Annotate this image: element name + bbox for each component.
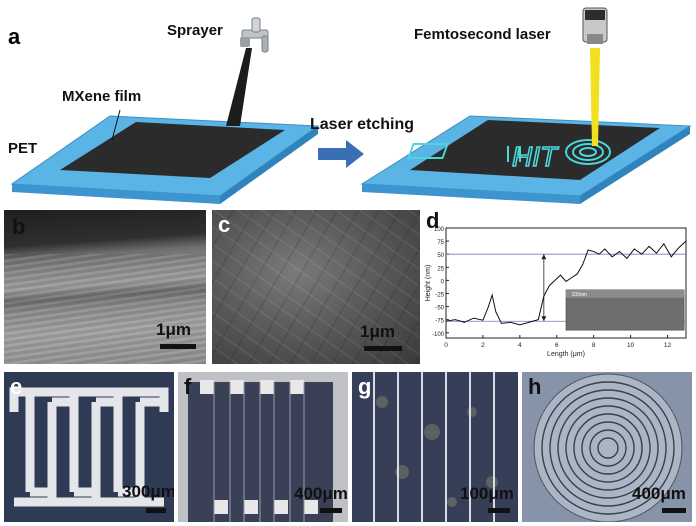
x-tick-label: 2 [481,342,485,349]
etched-pattern-interdigital [407,143,521,162]
y-tick-label: -50 [435,306,444,312]
y-tick-label: -75 [435,319,444,325]
laser-etching-label: Laser etching [310,116,415,133]
y-axis-label: Height (nm) [425,265,432,302]
height-arrow-head-top [541,254,547,260]
etched-spiral [565,139,611,165]
panel-f-scale-bar [320,508,342,513]
etched-hit-text: HIT [512,141,559,172]
line-electrode-image [352,372,518,522]
panel-e-scale-bar [146,508,166,513]
mxene-pointer-line [111,109,121,141]
panel-c-scale-text: 1μm [360,322,395,341]
x-tick-label: 12 [664,342,672,349]
panel-h: h 400μm [522,372,692,522]
y-tick-label: 0 [441,279,445,285]
x-tick-label: 0 [444,342,448,349]
sprayer-label: Sprayer [167,22,223,39]
panel-b-scale-bar [160,344,196,349]
pet-substrate-right-edge2 [580,126,690,204]
panel-b-label: b [12,214,26,239]
y-tick-label: 75 [437,240,444,246]
x-tick-label: 8 [592,342,596,349]
panel-c: c 1μm [212,210,420,364]
panel-h-label: h [528,374,542,399]
laser-beam [590,48,600,146]
x-axis-label: Length (μm) [547,351,585,358]
y-tick-label: -25 [435,292,444,298]
panel-b-scale-text: 1μm [156,320,191,339]
pet-substrate-right-edge [362,184,580,204]
mxene-film-label: MXene film [62,88,142,105]
height-arrow-head-bottom [541,316,547,322]
panel-g-scale-text: 100μm [460,484,514,503]
profile-line [445,240,687,326]
x-tick-label: 6 [555,342,559,349]
panel-h-scale-bar [662,508,686,513]
femtosecond-laser-label: Femtosecond laser [414,26,551,43]
laser-head-icon [582,7,608,44]
mxene-film [60,122,285,178]
pet-substrate-left-edge2 [220,126,318,204]
schematic-illustration: HIT [10,7,692,204]
panel-b: b 1μm [4,210,206,364]
pet-substrate-left-edge [12,184,220,204]
panel-e-scale-text: 300μm [122,482,174,501]
panel-c-label: c [218,212,231,237]
y-tick-label: -100 [432,332,445,338]
panel-a-label: a [8,24,21,49]
panel-c-scale-bar [364,346,402,351]
sprayer-icon [240,17,269,53]
panel-f-label: f [184,374,192,399]
inset-sem-top [566,289,685,298]
electrode-array-image [188,380,333,522]
inset-scale-label: 100nm [572,292,587,298]
y-tick-label: 100 [434,227,445,233]
panel-g-label: g [358,374,372,399]
process-arrow [318,140,364,168]
panel-h-scale-text: 400μm [632,484,686,503]
x-tick-label: 4 [518,342,522,349]
spray-cone [226,48,252,126]
panel-g-scale-bar [488,508,510,513]
pet-label: PET [8,140,38,157]
panel-f-scale-text: 400μm [294,484,348,503]
x-tick-label: 10 [627,342,635,349]
y-tick-label: 50 [437,253,444,259]
interdigital-electrode-image [4,372,174,522]
panel-e-label: e [10,374,23,399]
spiral-electrode-image [522,372,692,522]
sem-surface-texture [212,210,420,364]
panel-g: g 100μm [352,372,518,522]
plot-frame [445,227,687,339]
panel-d-label: d [426,210,440,233]
panel-a: HIT a PET MXene film Sprayer Laser etchi… [0,0,696,207]
panel-e: e 300μm [4,372,174,522]
y-tick-label: 25 [437,266,444,272]
panel-f: f 400μm [178,372,348,522]
